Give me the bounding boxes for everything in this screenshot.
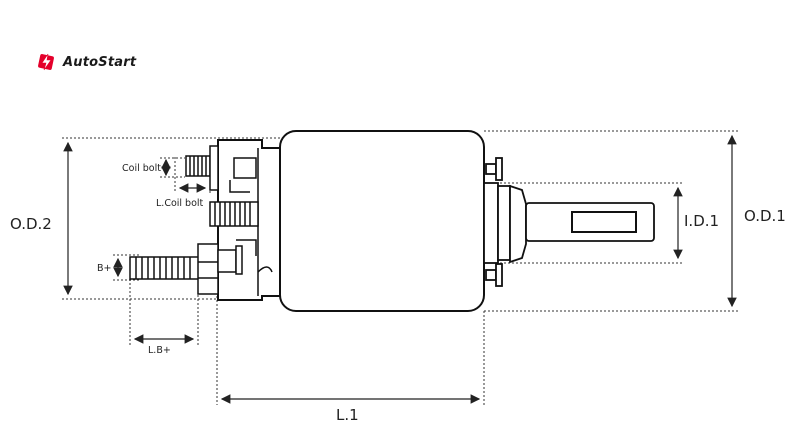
dimension-arrows (63, 134, 737, 404)
brand-logo: AutoStart (36, 52, 136, 72)
b-plus-terminal (129, 243, 243, 295)
coil-bolt (185, 145, 219, 191)
b-plus-label: B+ (97, 263, 111, 274)
autostart-bolt-icon (38, 53, 54, 71)
l-b-plus-label: L.B+ (148, 345, 171, 356)
middle-stud (209, 201, 259, 227)
brand-name: AutoStart (63, 54, 137, 70)
l1-label: L.1 (336, 406, 359, 424)
plunger-assembly (483, 157, 655, 287)
id1-label: I.D.1 (684, 212, 719, 230)
coil-bolt-label: Coil bolt (122, 163, 161, 174)
od1-label: O.D.1 (744, 207, 786, 225)
od2-label: O.D.2 (10, 215, 52, 233)
l-coil-bolt-label: L.Coil bolt (156, 198, 204, 209)
